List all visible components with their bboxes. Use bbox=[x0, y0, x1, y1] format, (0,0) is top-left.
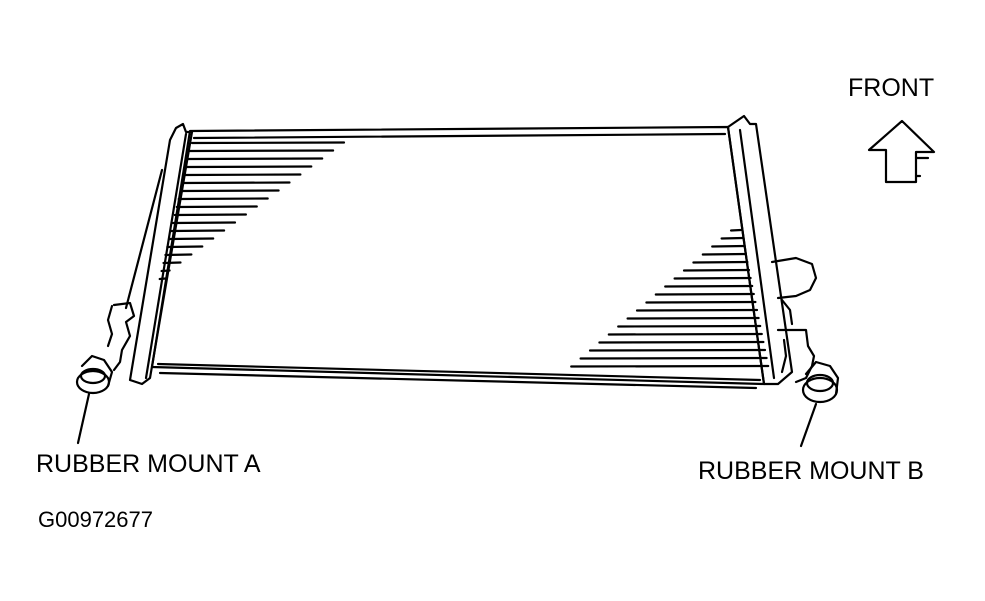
fin-line bbox=[598, 340, 765, 344]
fin-line bbox=[570, 364, 770, 368]
fin-line bbox=[729, 228, 743, 232]
rubber-mount-a-label: RUBBER MOUNT A bbox=[36, 450, 261, 478]
fin-line bbox=[701, 252, 747, 256]
figure-code: G00972677 bbox=[38, 507, 153, 532]
front-label: FRONT bbox=[848, 74, 935, 102]
rubber-mount-b bbox=[799, 360, 840, 448]
fin-line bbox=[171, 221, 237, 225]
fin-line bbox=[158, 277, 167, 281]
fin-line bbox=[645, 300, 757, 304]
fin-line bbox=[607, 332, 763, 336]
fin-line bbox=[181, 181, 291, 185]
fin-line bbox=[626, 316, 760, 320]
up-arrow-icon bbox=[867, 119, 936, 184]
rubber-mount-a bbox=[75, 354, 114, 445]
fin-line bbox=[588, 348, 767, 352]
fin-line bbox=[692, 260, 749, 264]
fin-line bbox=[179, 189, 280, 193]
fin-line bbox=[635, 308, 759, 312]
fin-line bbox=[166, 245, 204, 249]
fin-line bbox=[654, 292, 755, 296]
right-tank bbox=[726, 114, 818, 386]
fin-line bbox=[664, 284, 754, 288]
fin-line bbox=[162, 261, 182, 265]
fin-line bbox=[164, 253, 193, 257]
fin-line bbox=[160, 269, 171, 273]
fin-line bbox=[170, 229, 226, 233]
rubber-mount-b-label: RUBBER MOUNT B bbox=[698, 457, 924, 485]
fin-line bbox=[673, 276, 752, 280]
fin-line bbox=[177, 197, 269, 201]
fin-line bbox=[579, 356, 768, 360]
fin-line bbox=[711, 244, 746, 248]
fin-line bbox=[720, 236, 744, 240]
fin-line bbox=[173, 213, 247, 217]
fin-hatching bbox=[158, 141, 770, 368]
fin-line bbox=[185, 165, 313, 169]
fin-line bbox=[187, 157, 324, 161]
fin-line bbox=[183, 173, 302, 177]
fin-line bbox=[175, 205, 258, 209]
fin-line bbox=[682, 268, 751, 272]
fin-line bbox=[168, 237, 215, 241]
fin-line bbox=[190, 141, 346, 145]
fin-line bbox=[189, 149, 335, 153]
fin-line bbox=[617, 324, 762, 328]
